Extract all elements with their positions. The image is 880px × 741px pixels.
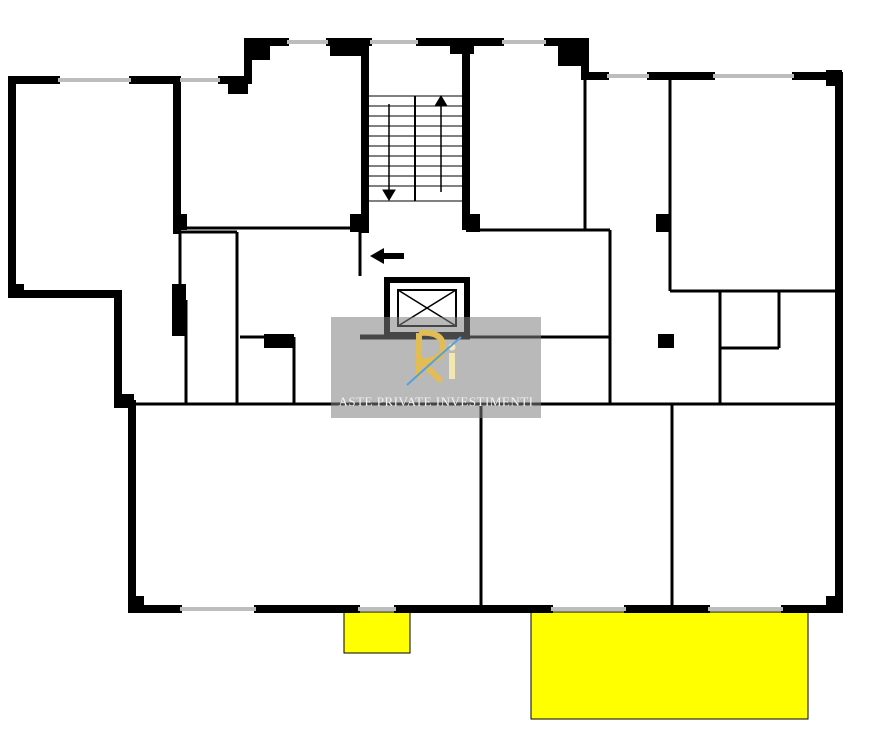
windows (58, 40, 794, 611)
exit-arrow-icon (370, 248, 404, 264)
stair-direction-arrows (382, 95, 448, 201)
highlight-area-large (530, 611, 809, 720)
staircase (367, 95, 464, 202)
pillars (8, 38, 842, 612)
watermark-brand-text: ASTE PRIVATE INVESTIMENTI (338, 394, 534, 409)
brand-logo-icon (406, 329, 462, 386)
highlight-area-small (343, 611, 411, 654)
